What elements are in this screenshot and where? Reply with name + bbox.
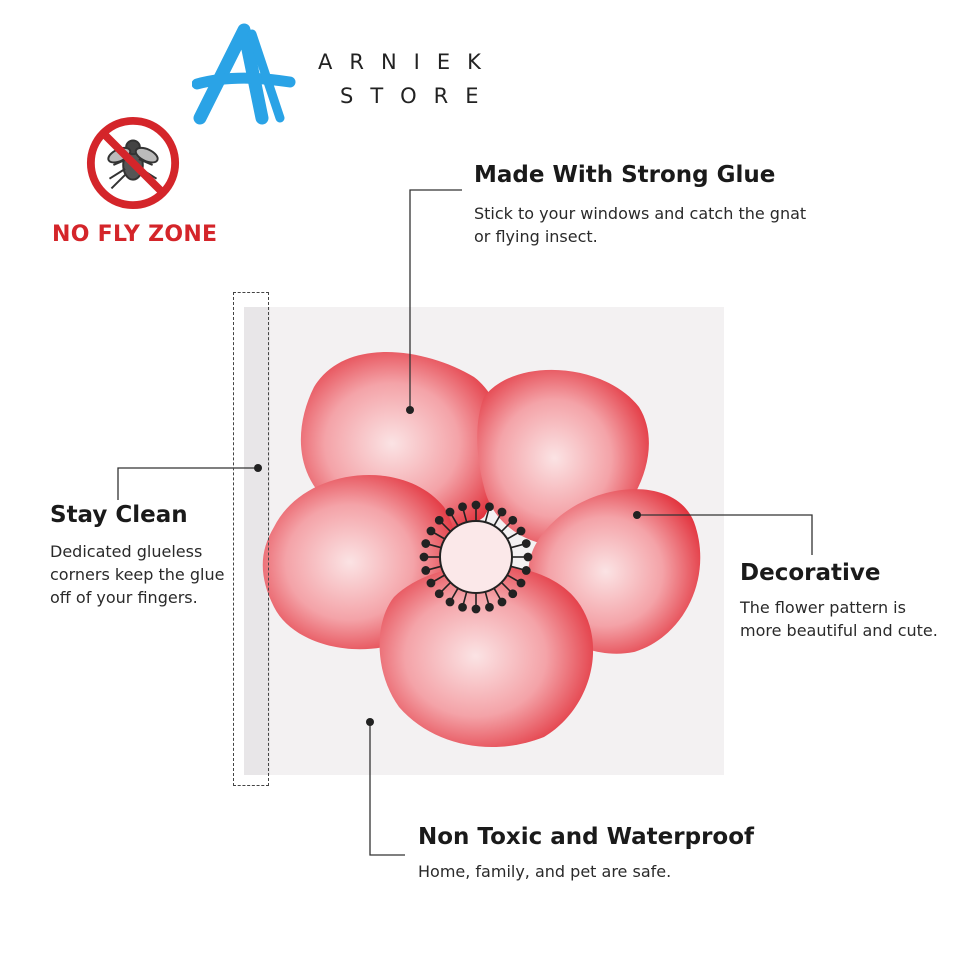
stamen-dot: [445, 597, 455, 607]
stamen-dot: [426, 578, 436, 588]
brand-logo-icon: [192, 23, 296, 125]
feature-title-clean: Stay Clean: [50, 502, 188, 528]
stamen-dot: [458, 602, 467, 612]
feature-body-decorative: The flower pattern is more beautiful and…: [740, 598, 938, 640]
stamen-dot: [434, 515, 444, 525]
stamen-dot: [471, 500, 481, 510]
stamen-dot: [521, 539, 531, 548]
glueless-corner-strip: [244, 307, 270, 775]
stamen-dot: [434, 589, 444, 599]
stamen-dot: [497, 507, 507, 517]
stamen-dot: [419, 552, 429, 562]
feature-body-clean: Dedicated glueless corners keep the glue…: [50, 542, 225, 607]
stamen-dot: [523, 552, 533, 562]
brand-name-line1: ARNIEK: [318, 50, 498, 74]
stamen-dot: [485, 502, 494, 512]
glueless-corner-highlight: [233, 292, 269, 786]
stamen-dot: [516, 526, 526, 536]
stamen-dot: [508, 589, 518, 599]
feature-title-decorative: Decorative: [740, 560, 881, 586]
no-fly-zone-label: NO FLY ZONE: [52, 222, 218, 247]
brand-name-line2: STORE: [340, 84, 496, 108]
feature-body-glue: Stick to your windows and catch the gnat…: [474, 204, 807, 246]
stamen-dot: [497, 597, 507, 607]
stamen-dot: [485, 602, 494, 612]
no-fly-icon: [86, 116, 180, 210]
stamen-dot: [445, 507, 455, 517]
stamen-dot: [516, 578, 526, 588]
petal-bottom: [379, 565, 594, 747]
stamen-dot: [421, 566, 431, 575]
stamen-dot: [421, 539, 431, 548]
stamen-dot: [508, 515, 518, 525]
feature-body-safe: Home, family, and pet are safe.: [418, 862, 672, 881]
flower-pattern: [262, 352, 701, 747]
stamen-dot: [426, 526, 436, 536]
stamen-dot: [521, 566, 531, 575]
feature-title-safe: Non Toxic and Waterproof: [418, 824, 755, 850]
flower-center: [419, 500, 533, 614]
stamen-dot: [458, 502, 467, 512]
feature-title-glue: Made With Strong Glue: [474, 162, 776, 188]
stamen-dot: [471, 604, 481, 614]
